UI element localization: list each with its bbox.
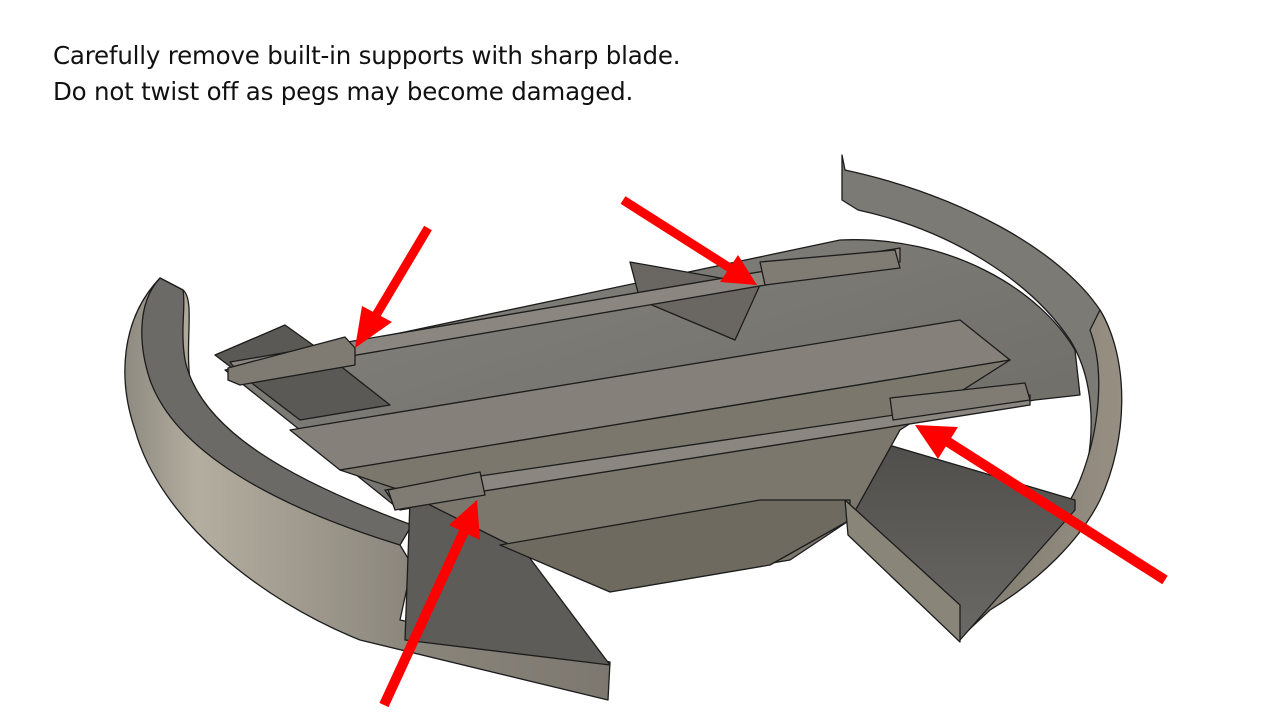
instruction-line-2: Do not twist off as pegs may become dama… — [53, 77, 634, 106]
arrow-bottom-icon — [379, 500, 480, 708]
peg-front — [387, 471, 486, 511]
instruction-line-1: Carefully remove built-in supports with … — [53, 41, 681, 70]
arrow-top-center-icon — [620, 196, 757, 285]
arrow-top-left-icon — [355, 225, 432, 348]
annotation-arrows — [355, 196, 1168, 708]
right-lower-block — [844, 499, 961, 643]
left-wall-top — [141, 277, 413, 546]
peg-top — [759, 249, 901, 286]
instruction-text: Carefully remove built-in supports with … — [53, 38, 681, 110]
peg-left — [227, 336, 356, 386]
part-body — [124, 154, 1123, 701]
peg-right — [889, 382, 1031, 421]
arrow-right-icon — [915, 425, 1168, 585]
central-beam-front — [339, 359, 1011, 591]
